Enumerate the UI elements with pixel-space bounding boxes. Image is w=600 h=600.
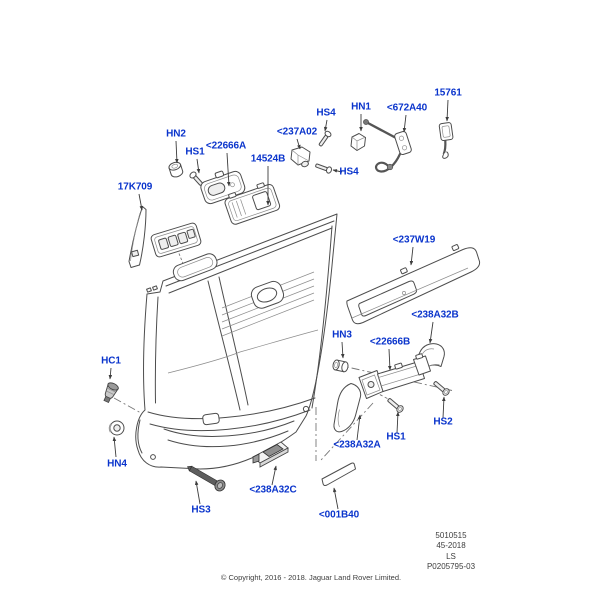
- leader-line: [332, 169, 343, 173]
- leader-line: [138, 193, 144, 211]
- leader-line: [296, 138, 301, 150]
- leader-line: [196, 158, 201, 174]
- part-label-hn2[interactable]: HN2: [166, 128, 186, 140]
- bolt-hs3: [187, 465, 226, 492]
- part-label-hs3[interactable]: HS3: [191, 504, 211, 516]
- switch-pack-14524a: [150, 222, 202, 258]
- grommet-hn4: [108, 420, 125, 436]
- part-label-hs2[interactable]: HS2: [433, 416, 453, 428]
- part-label-hn3[interactable]: HN3: [332, 329, 352, 341]
- part-label-17k709[interactable]: 17K709: [117, 181, 153, 193]
- part-label-14524b[interactable]: 14524B: [250, 153, 286, 165]
- screw-hs4-b: [315, 163, 333, 174]
- pillar-trim-17k709: [128, 206, 147, 268]
- switch-recess: [172, 253, 218, 282]
- doc-info-line: 45-2018: [436, 541, 466, 551]
- bracket-238a32c: [252, 441, 289, 468]
- door-trim-panel-drawing: [135, 213, 338, 470]
- screw-hs1-bottom: [387, 398, 404, 413]
- leader-line: [445, 99, 449, 122]
- part-label-hs4[interactable]: HS4: [316, 107, 336, 119]
- lock-cable-672a40: [363, 119, 412, 173]
- leader-line: [442, 396, 446, 419]
- part-label-hn4[interactable]: HN4: [107, 458, 127, 470]
- leader-lines: [108, 99, 449, 510]
- handle-base-22666b: [358, 353, 431, 399]
- part-label-238a32c[interactable]: <238A32C: [249, 484, 297, 496]
- part-label-237a02[interactable]: <237A02: [276, 126, 318, 138]
- trim-strip-237w19: [346, 244, 481, 325]
- part-label-hn1[interactable]: HN1: [351, 101, 371, 113]
- bracket-237a02: [290, 146, 311, 168]
- doc-info-line: LS: [446, 551, 456, 561]
- clip-hn1: [350, 133, 366, 151]
- leader-line: [108, 367, 113, 380]
- part-label-672a40[interactable]: <672A40: [386, 102, 428, 114]
- clip-hc1: [103, 382, 119, 404]
- leader-line: [356, 414, 362, 441]
- leader-line: [194, 480, 201, 505]
- doc-info-line: 5010515: [435, 531, 467, 540]
- part-label-238a32b[interactable]: <238A32B: [411, 309, 459, 321]
- leader-line: [402, 114, 407, 133]
- leader-line: [340, 341, 345, 359]
- doc-info-line: P0205795-03: [426, 562, 476, 572]
- plate-001b40: [321, 462, 356, 486]
- screw-hs2: [433, 381, 450, 396]
- part-label-001b40[interactable]: <001B40: [318, 509, 360, 521]
- leader-line: [112, 436, 117, 458]
- screw-hs4-a: [318, 130, 332, 147]
- copyright-line: © Copyright, 2016 - 2018. Jaguar Land Ro…: [220, 573, 402, 582]
- nut-hn2: [168, 161, 184, 178]
- leader-line: [271, 465, 277, 486]
- part-label-238a32a[interactable]: <238A32A: [333, 439, 381, 451]
- part-label-hs1[interactable]: HS1: [386, 431, 406, 443]
- cap-238a32a: [333, 383, 362, 433]
- leader-line: [396, 411, 400, 434]
- part-label-hc1[interactable]: HC1: [101, 355, 121, 367]
- leader-line: [226, 152, 231, 187]
- part-label-237w19[interactable]: <237W19: [392, 234, 436, 246]
- part-label-hs1[interactable]: HS1: [185, 146, 205, 158]
- leader-line: [332, 487, 339, 510]
- leader-line: [409, 246, 414, 266]
- door-pull-cup: [250, 280, 285, 309]
- part-label-15761[interactable]: 15761: [434, 87, 462, 99]
- part-label-hs4[interactable]: HS4: [339, 166, 359, 178]
- part-label-22666a[interactable]: <22666A: [205, 140, 247, 152]
- bracket-15761: [438, 122, 454, 159]
- leader-line: [428, 321, 434, 344]
- handle-bezel-14524b: [224, 182, 281, 225]
- leader-line: [323, 119, 328, 132]
- nut-hn3: [332, 359, 349, 373]
- leader-line: [388, 348, 392, 371]
- part-label-22666b[interactable]: <22666B: [369, 336, 411, 348]
- leader-line: [175, 140, 179, 164]
